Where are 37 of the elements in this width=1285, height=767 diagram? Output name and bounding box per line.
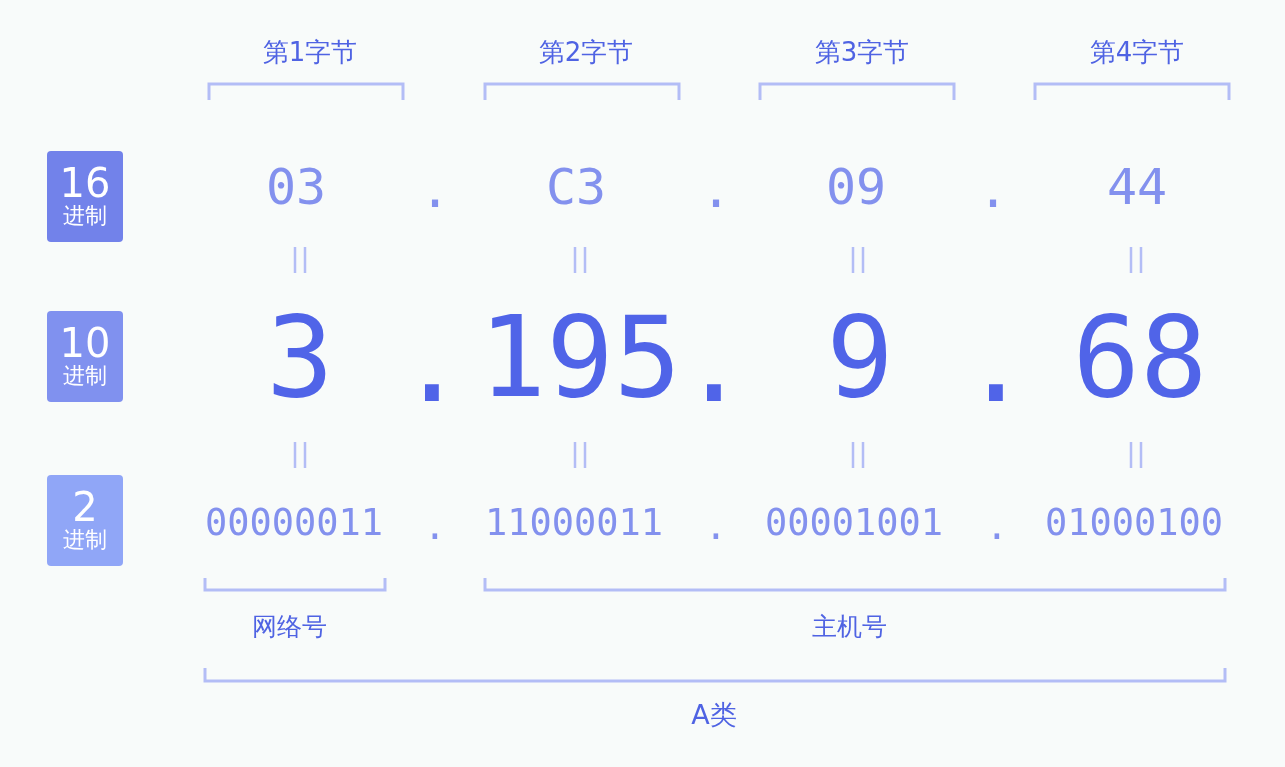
group-label: 主机号 [811,613,887,639]
dot-separator: . [700,165,732,215]
byte-heading: 第3字节 [814,39,910,65]
hex-value: 09 [825,162,887,212]
binary-value: 11000011 [484,503,664,541]
class-label: A类 [691,700,737,728]
base-caption: 进制 [63,203,107,230]
base-number: 10 [59,323,111,364]
base-number: 16 [59,163,111,204]
binary-value: 01000100 [1044,503,1224,541]
dot-separator: . [398,306,466,418]
hex-value: 44 [1106,162,1168,212]
base-number: 2 [72,487,98,528]
decimal-value: 3 [266,301,334,413]
dot-separator: . [680,306,748,418]
base-badge [47,475,123,566]
dot-separator: . [419,165,451,215]
dot-separator: . [704,507,728,545]
base-badge [47,151,123,242]
group-label: 网络号 [251,613,327,639]
binary-value: 00001001 [764,503,944,541]
byte-heading: 第1字节 [262,39,358,65]
dot-separator: . [985,507,1009,545]
byte-heading: 第4字节 [1089,39,1185,65]
hex-value: C3 [545,162,607,212]
decimal-value: 9 [826,301,894,413]
binary-value: 00000011 [204,503,384,541]
dot-separator: . [423,507,447,545]
dot-separator: . [962,306,1030,418]
hex-value: 03 [265,162,327,212]
base-caption: 进制 [63,527,107,554]
base-caption: 进制 [63,363,107,390]
dot-separator: . [977,165,1009,215]
byte-heading: 第2字节 [538,39,634,65]
decimal-value: 68 [1072,301,1208,413]
base-badge [47,311,123,402]
decimal-value: 195 [478,301,682,413]
